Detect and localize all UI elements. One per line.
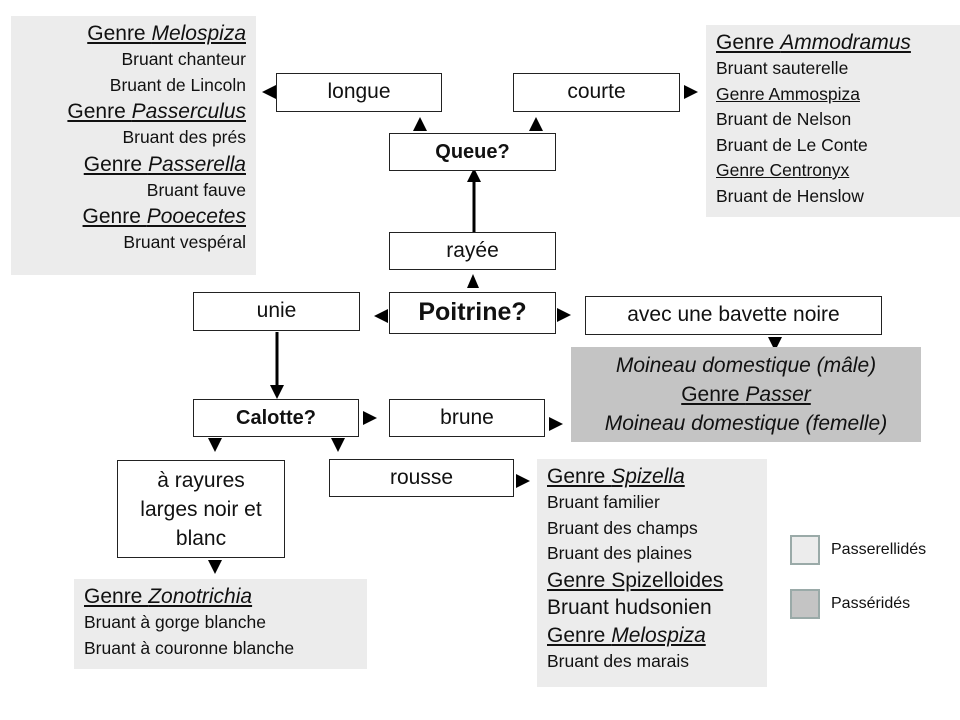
arrow-calotte-rayures — [208, 438, 222, 452]
node-poitrine: Poitrine? — [389, 292, 556, 334]
species-bruant-des-marais: Bruant des marais — [547, 650, 690, 671]
panel-zonotrichia: Genre Zonotrichia Bruant à gorge blanche… — [74, 579, 367, 669]
genus-centronyx: Genre Centronyx — [716, 160, 850, 180]
node-rayures-line3: blanc — [175, 526, 227, 550]
node-bavette: avec une bavette noire — [585, 296, 882, 335]
species-bruant-lincoln: Bruant de Lincoln — [109, 74, 246, 95]
arrow-poitrine-rayee — [467, 274, 479, 288]
genus-ammodramus: Genre Ammodramus — [716, 31, 911, 54]
genus-pooecetes: Genre Pooecetes — [82, 205, 246, 228]
species-moineau-femelle: Moineau domestique (femelle) — [604, 412, 888, 435]
species-bruant-des-pres: Bruant des prés — [122, 127, 246, 147]
species-bruant-des-champs: Bruant des champs — [547, 517, 698, 538]
node-rayures-line1: à rayures — [157, 468, 245, 492]
arrow-bavette-passer — [768, 337, 782, 351]
genus-melospiza-2: Genre Melospiza — [547, 623, 706, 647]
genus-zonotrichia: Genre Zonotrichia — [84, 585, 253, 608]
species-bruant-hudsonien: Bruant hudsonien — [547, 595, 712, 619]
arrow-brune-passer — [549, 417, 563, 431]
node-longue: longue — [276, 73, 442, 112]
genus-passer: Genre Passer — [681, 383, 811, 406]
species-bruant-nelson: Bruant de Nelson — [716, 109, 852, 129]
arrow-unie-calotte — [270, 385, 284, 399]
species-bruant-couronne-blanche: Bruant à couronne blanche — [84, 637, 295, 658]
genus-passerella: Genre Passerella — [83, 152, 246, 176]
node-rayures: à rayures larges noir et blanc — [117, 460, 285, 558]
panel-melospiza-passerculus: Genre Melospiza Bruant chanteur Bruant d… — [11, 16, 256, 275]
node-unie: unie — [193, 292, 360, 331]
panel-spizella: Genre Spizella Bruant familier Bruant de… — [537, 459, 767, 687]
panel-passer: Moineau domestique (mâle) Genre Passer M… — [571, 347, 921, 442]
species-bruant-le-conte: Bruant de Le Conte — [716, 134, 868, 155]
panel-ammodramus: Genre Ammodramus Bruant sauterelle Genre… — [706, 25, 960, 217]
arrow-poitrine-bavette — [557, 308, 571, 322]
genus-spizella: Genre Spizella — [547, 465, 685, 488]
species-bruant-des-plaines: Bruant des plaines — [547, 543, 692, 563]
node-courte: courte — [513, 73, 680, 112]
node-queue: Queue? — [389, 133, 556, 171]
node-calotte: Calotte? — [193, 399, 359, 437]
arrow-queue-courte — [529, 117, 543, 131]
species-bruant-sauterelle: Bruant sauterelle — [716, 58, 849, 78]
node-brune: brune — [389, 399, 545, 437]
arrow-queue-longue — [413, 117, 427, 131]
species-bruant-vesperal: Bruant vespéral — [123, 232, 246, 252]
arrow-rayee-queue — [467, 168, 481, 182]
arrow-poitrine-unie — [374, 309, 388, 323]
legend-label-passerides: Passéridés — [831, 595, 911, 612]
legend-label-passerellides: Passerellidés — [831, 541, 927, 558]
legend-swatch-passerides — [790, 589, 820, 619]
genus-spizelloides: Genre Spizelloides — [547, 568, 724, 592]
node-rousse: rousse — [329, 459, 514, 497]
species-bruant-familier: Bruant familier — [547, 492, 660, 512]
arrow-courte-panel — [684, 85, 698, 99]
arrow-calotte-rousse — [331, 438, 345, 452]
species-bruant-henslow: Bruant de Henslow — [716, 185, 864, 206]
arrow-calotte-brune — [363, 411, 377, 425]
legend-swatch-passerellides — [790, 535, 820, 565]
species-moineau-male: Moineau domestique (mâle) — [615, 354, 877, 377]
arrow-longue-panel — [262, 85, 276, 99]
species-bruant-fauve: Bruant fauve — [146, 179, 246, 200]
species-bruant-chanteur: Bruant chanteur — [121, 49, 246, 69]
genus-passerculus: Genre Passerculus — [67, 100, 246, 123]
genus-ammospiza: Genre Ammospiza — [716, 83, 860, 104]
genus-melospiza: Genre Melospiza — [87, 22, 246, 45]
node-rayures-line2: larges noir et — [140, 497, 262, 521]
arrow-rousse-spizella — [516, 474, 530, 488]
arrow-rayures-zonotrichia — [208, 560, 222, 574]
species-bruant-gorge-blanche: Bruant à gorge blanche — [84, 612, 266, 632]
node-rayee: rayée — [389, 232, 556, 270]
